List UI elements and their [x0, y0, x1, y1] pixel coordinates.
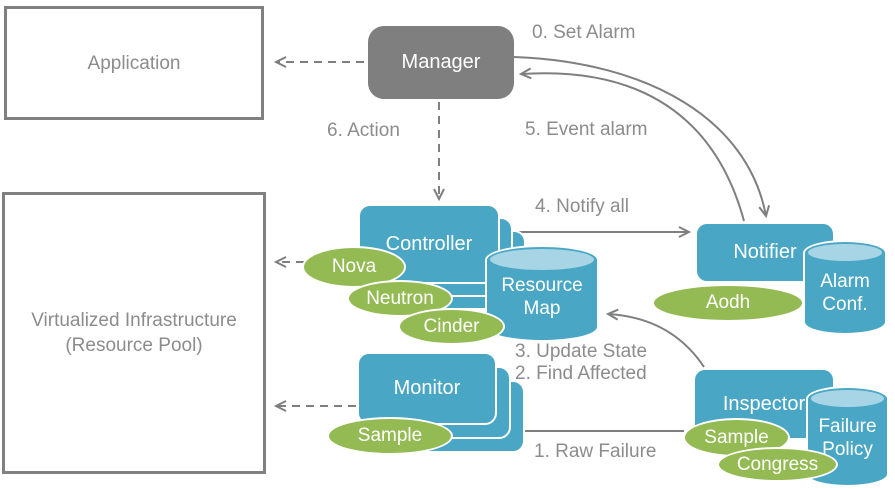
failure-policy-label-line2: Policy: [822, 439, 873, 460]
alarm-conf-label-line2: Conf.: [822, 294, 868, 315]
resource-map-label-line2: Map: [523, 298, 561, 319]
failure-policy-label-line1: Failure: [818, 416, 877, 437]
step-label-update-state: 3. Update State: [515, 341, 648, 362]
step-label-raw-failure: 1. Raw Failure: [534, 441, 657, 462]
sample-inspector-label: Sample: [704, 426, 769, 448]
nova-label: Nova: [331, 256, 377, 277]
step-label-action: 6. Action: [327, 120, 400, 141]
aodh-label: Aodh: [705, 292, 751, 313]
sample-monitor-ellipse: Sample: [327, 417, 453, 455]
resource-map-label: Resource Map: [487, 274, 597, 320]
step-label-set-alarm: 0. Set Alarm: [532, 22, 636, 43]
inspector-label: Inspector: [722, 392, 806, 415]
step-label-notify-all: 4. Notify all: [535, 196, 629, 217]
aodh-ellipse: Aodh: [652, 284, 804, 322]
alarm-conf-cylinder: Alarm Conf.: [805, 242, 885, 333]
arrow-inspector-to-resource-map: [605, 308, 705, 368]
manager-label: Manager: [401, 51, 481, 73]
arrow-event-alarm-curve: [518, 67, 745, 222]
resource-map-cylinder: Resource Map: [487, 247, 597, 340]
cinder-label: Cinder: [423, 315, 480, 337]
notifier-label: Notifier: [733, 241, 797, 263]
neutron-label: Neutron: [366, 287, 434, 309]
monitor-label: Monitor: [393, 377, 461, 399]
manager-node: Manager: [368, 26, 514, 99]
arrow-set-alarm-curve: [513, 56, 771, 219]
failure-policy-cylinder-lid: [811, 390, 884, 407]
failure-policy-label: Failure Policy: [808, 415, 887, 461]
sample-monitor-label: Sample: [357, 425, 423, 446]
step-label-find-affected: 2. Find Affected: [515, 363, 647, 384]
cinder-ellipse: Cinder: [398, 308, 505, 345]
congress-label: Congress: [736, 453, 819, 475]
application-box: Application: [4, 6, 264, 120]
alarm-conf-cylinder-lid: [808, 244, 882, 261]
virtualized-infrastructure-label-line1: Virtualized Infrastructure: [31, 310, 237, 331]
nova-ellipse: Nova: [302, 246, 406, 288]
alarm-conf-label-line1: Alarm: [820, 271, 870, 292]
monitor-node: Monitor: [357, 352, 497, 425]
resource-map-cylinder-lid: [490, 249, 594, 270]
step-label-event-alarm: 5. Event alarm: [525, 119, 648, 140]
virtualized-infrastructure-label-line2: (Resource Pool): [65, 335, 203, 356]
application-label: Application: [87, 52, 181, 74]
resource-map-label-line1: Resource: [501, 275, 583, 296]
controller-label: Controller: [385, 232, 473, 255]
alarm-conf-label: Alarm Conf.: [805, 270, 885, 316]
virtualized-infrastructure-box: Virtualized Infrastructure (Resource Poo…: [2, 192, 266, 474]
congress-ellipse: Congress: [717, 447, 838, 482]
